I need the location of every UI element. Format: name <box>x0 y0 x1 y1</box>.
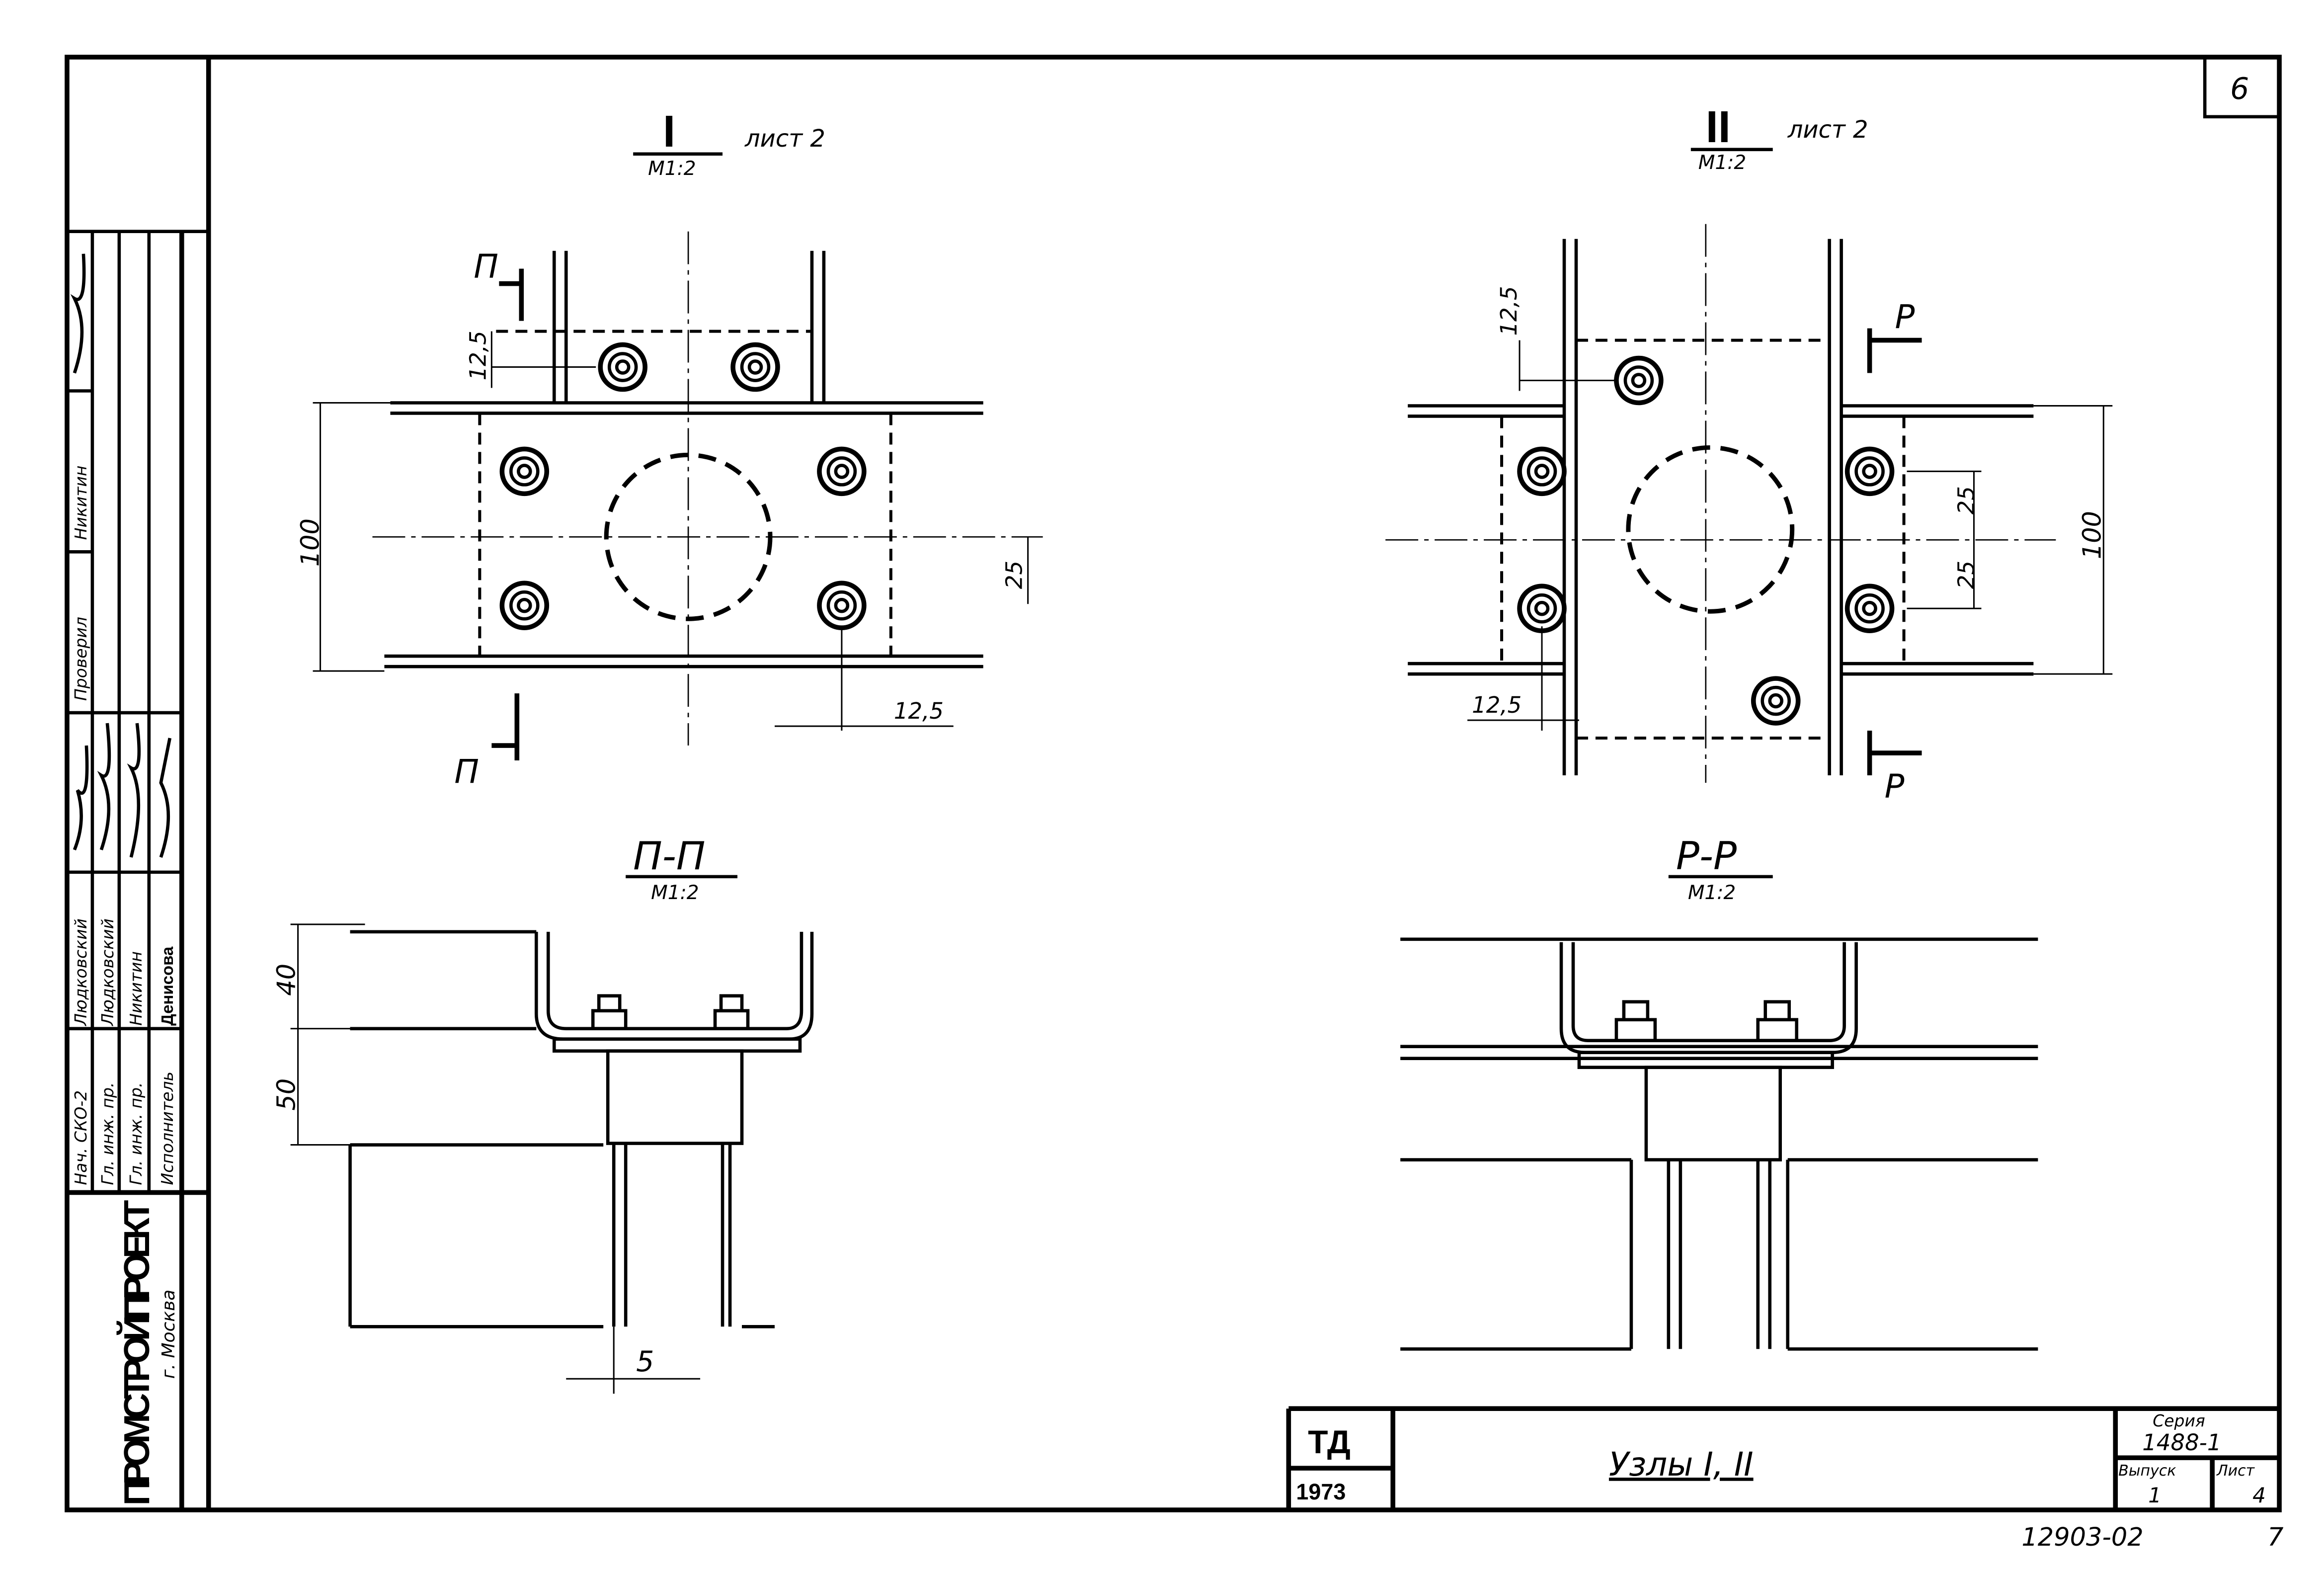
issue-label: Выпуск <box>2118 1462 2176 1480</box>
sheet-number: 6 <box>2230 72 2249 106</box>
stamp-city: г. Москва <box>159 1290 179 1379</box>
node-2-dim-25-b: 25 <box>1953 561 1979 589</box>
stamp-role-4: Исполнитель <box>158 1072 177 1185</box>
section-r-label: Р-Р <box>1676 834 1737 879</box>
section-p-view: П-П М1:2 40 50 5 <box>272 834 814 1394</box>
section-p-scale: М1:2 <box>651 882 699 904</box>
stamp-role-2: Гл. инж. пр. <box>98 1082 117 1185</box>
stamp-name-4: Денисова <box>158 946 176 1026</box>
sheet-value: 4 <box>2252 1483 2266 1507</box>
section-p-dim-50: 50 <box>272 1078 302 1111</box>
series-label: Серия <box>2153 1411 2205 1430</box>
node-2-view: II М1:2 лист 2 Р Р 12,5 25 25 100 12,5 <box>1385 102 2113 806</box>
stamp-name-2: Людковский <box>98 918 117 1026</box>
series-value: 1488-1 <box>2142 1429 2221 1456</box>
stamp-role-3: Гл. инж. пр. <box>126 1082 146 1185</box>
section-r-view: Р-Р М1:2 <box>1400 834 2038 1351</box>
node-1-scale: М1:2 <box>648 158 696 180</box>
node-2-dim-25-a: 25 <box>1953 486 1979 514</box>
node-2-dim-12-5-top: 12,5 <box>1496 286 1522 335</box>
section-p-dim-40: 40 <box>272 964 302 996</box>
section-mark-r-top: Р <box>1895 298 1915 336</box>
section-p-dim-5: 5 <box>636 1345 654 1378</box>
section-mark-r-bottom: Р <box>1885 767 1905 806</box>
stamp-name-3: Никитин <box>126 951 146 1026</box>
node-1-dim-12-5-bottom: 12,5 <box>894 698 944 724</box>
bolts <box>499 342 867 631</box>
sheet-number-box: 6 <box>2203 55 2281 119</box>
stamp-checked-name: Никитин <box>71 466 90 540</box>
node-1-view: I М1:2 лист 2 П П 12,5 100 25 12,5 <box>296 107 1043 791</box>
node-1-dim-100: 100 <box>296 518 325 567</box>
node-2-dim-100: 100 <box>2078 511 2107 559</box>
stamp-name-1: Людковский <box>71 918 90 1026</box>
title-block: ТД 1973 Узлы I, II Серия 1488-1 Выпуск 1… <box>1286 1406 2280 1510</box>
left-stamp: Нач. СКО-2 Людковский Гл. инж. пр. Людко… <box>67 230 209 1510</box>
section-r-scale: М1:2 <box>1688 882 1736 904</box>
node-2-ref: лист 2 <box>1787 116 1868 144</box>
outer-frame <box>65 55 2282 1512</box>
title-code: ТД <box>1308 1423 1351 1460</box>
drawing-title: Узлы I, II <box>1609 1445 1754 1484</box>
page-corner-number: 7 <box>2267 1523 2283 1552</box>
node-1-ref: лист 2 <box>744 125 825 153</box>
section-mark-p-top: П <box>474 248 498 286</box>
stamp-organization: ПРОМСТРОЙПРОЕКТ <box>116 1200 157 1505</box>
archive-number: 12903-02 <box>2021 1523 2143 1552</box>
section-p-label: П-П <box>633 834 705 879</box>
node-2-dim-12-5-bottom: 12,5 <box>1472 692 1522 718</box>
node-2-label: II <box>1706 102 1731 152</box>
node-1-dim-25: 25 <box>1001 561 1028 589</box>
stamp-checked-label: Проверил <box>71 617 90 701</box>
sheet-label: Лист <box>2216 1462 2255 1480</box>
bolts <box>1517 355 1895 726</box>
node-2-scale: М1:2 <box>1698 152 1746 174</box>
node-1-dim-12-5-top: 12,5 <box>465 331 491 380</box>
stamp-role-1: Нач. СКО-2 <box>71 1090 90 1185</box>
title-year: 1973 <box>1296 1479 1346 1504</box>
node-1-label: I <box>663 107 675 157</box>
issue-value: 1 <box>2148 1483 2162 1507</box>
signatures <box>70 253 172 858</box>
section-mark-p-bottom: П <box>454 752 479 791</box>
